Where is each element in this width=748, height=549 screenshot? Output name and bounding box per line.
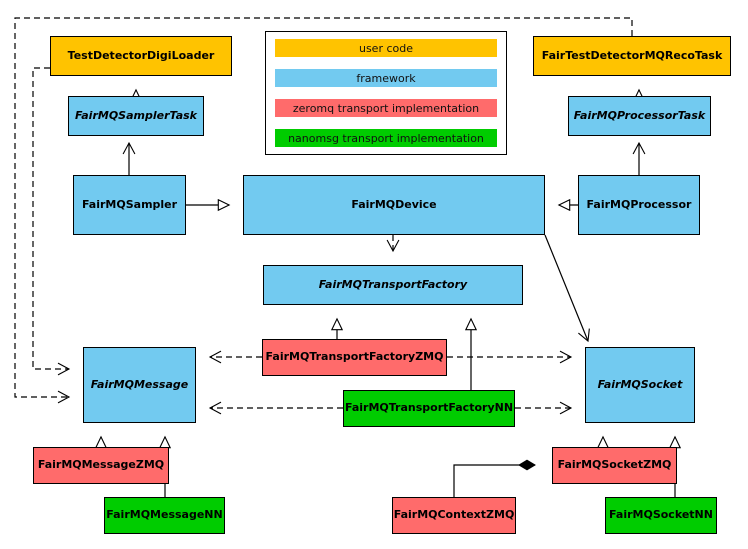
legend-panel: user code framework zeromq transport imp…	[265, 31, 507, 155]
class-node-FairMQSocket[interactable]: FairMQSocket	[585, 347, 695, 423]
class-node-FairMQSamplerTask[interactable]: FairMQSamplerTask	[68, 96, 204, 136]
class-node-label: FairMQSampler	[81, 197, 178, 211]
class-node-FairMQDevice[interactable]: FairMQDevice	[243, 175, 545, 235]
class-node-FairMQTransportFactory[interactable]: FairMQTransportFactory	[263, 265, 523, 305]
class-node-label: FairMQTransportFactoryZMQ	[265, 350, 444, 364]
legend-label-user-code: user code	[358, 41, 414, 55]
class-node-FairMQMessageZMQ[interactable]: FairMQMessageZMQ	[33, 447, 169, 484]
class-node-label: TestDetectorDigiLoader	[67, 48, 215, 62]
class-node-FairMQTransportFactoryNN[interactable]: FairMQTransportFactoryNN	[343, 390, 515, 427]
class-node-FairMQMessage[interactable]: FairMQMessage	[83, 347, 196, 423]
class-node-label: FairMQMessage	[90, 377, 189, 391]
class-node-FairMQSocketZMQ[interactable]: FairMQSocketZMQ	[552, 447, 677, 484]
class-node-label: FairMQSocketNN	[609, 508, 713, 522]
class-node-label: FairMQSocket	[597, 377, 683, 391]
class-node-FairMQProcessorTask[interactable]: FairMQProcessorTask	[568, 96, 711, 136]
class-node-TestDetectorDigiLoader[interactable]: TestDetectorDigiLoader	[50, 36, 232, 76]
class-node-FairTestDetectorMQRecoTask[interactable]: FairTestDetectorMQRecoTask	[533, 36, 731, 76]
class-node-label: FairMQMessageZMQ	[37, 458, 165, 472]
class-node-FairMQTransportFactoryZMQ[interactable]: FairMQTransportFactoryZMQ	[262, 339, 447, 376]
class-node-label: FairMQProcessorTask	[573, 108, 706, 122]
class-node-label: FairMQDevice	[351, 197, 437, 211]
class-node-FairMQMessageNN[interactable]: FairMQMessageNN	[104, 497, 225, 534]
edge-digiloader-to-message	[32, 67, 71, 376]
edge-contextzmq-to-socketzmq	[453, 459, 536, 497]
legend-item-nanomsg: nanomsg transport implementation	[275, 129, 497, 147]
class-node-label: FairMQTransportFactoryNN	[344, 401, 514, 415]
legend-label-nanomsg: nanomsg transport implementation	[288, 131, 484, 145]
class-node-label: FairMQSamplerTask	[75, 108, 197, 122]
class-node-FairMQSampler[interactable]: FairMQSampler	[73, 175, 186, 235]
legend-item-framework: framework	[275, 69, 497, 87]
class-node-label: FairMQMessageNN	[106, 508, 223, 522]
class-node-label: FairMQContextZMQ	[393, 508, 515, 522]
class-node-label: FairTestDetectorMQRecoTask	[541, 48, 723, 62]
class-node-label: FairMQProcessor	[586, 197, 692, 211]
legend-label-zeromq: zeromq transport implementation	[292, 101, 480, 115]
legend-item-user-code: user code	[275, 39, 497, 57]
class-node-FairMQContextZMQ[interactable]: FairMQContextZMQ	[392, 497, 516, 534]
class-node-FairMQProcessor[interactable]: FairMQProcessor	[578, 175, 700, 235]
class-node-FairMQSocketNN[interactable]: FairMQSocketNN	[605, 497, 717, 534]
class-node-label: FairMQTransportFactory	[318, 277, 468, 291]
edge-device-to-socket	[544, 234, 590, 343]
legend-item-zeromq: zeromq transport implementation	[275, 99, 497, 117]
legend-label-framework: framework	[356, 71, 416, 85]
class-node-label: FairMQSocketZMQ	[557, 458, 672, 472]
